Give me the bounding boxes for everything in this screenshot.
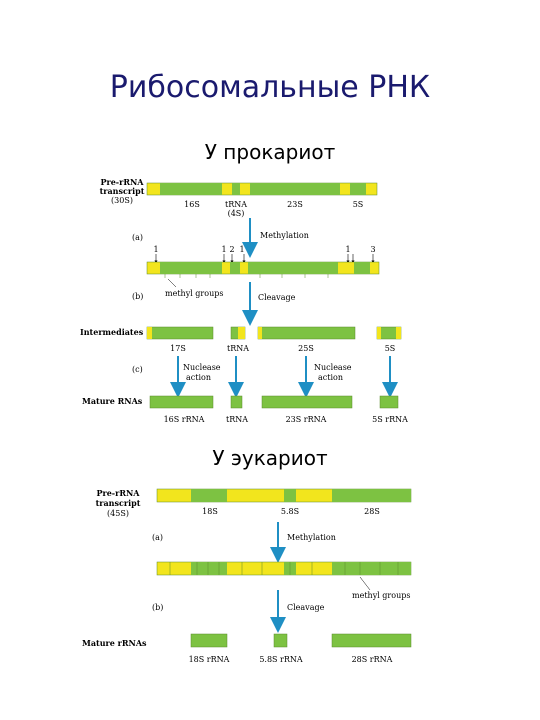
euk-pre-transcript bbox=[156, 488, 412, 503]
prokaryote-heading: У прокариот bbox=[204, 140, 336, 164]
euk-mature-58s-label: 5.8S rRNA bbox=[259, 655, 303, 664]
pro-methylation-label: Methylation bbox=[260, 231, 309, 240]
pro-num-1: 1 bbox=[153, 245, 158, 254]
euk-methyl-groups: methyl groups bbox=[352, 591, 410, 600]
pro-intermediate-trna bbox=[230, 326, 246, 340]
pro-mature-5s-label: 5S rRNA bbox=[372, 415, 408, 424]
pro-mature-23s bbox=[261, 395, 353, 409]
pro-mature-23s-label: 23S rRNA bbox=[286, 415, 327, 424]
pro-nuclease-1a: Nuclease bbox=[183, 363, 221, 372]
pro-seg-16s: 16S bbox=[184, 200, 200, 209]
pro-mature-trna bbox=[230, 395, 243, 409]
pro-pre-label-2: transcript bbox=[100, 186, 145, 196]
pro-nuclease-2a: Nuclease bbox=[314, 363, 352, 372]
pro-intermediates-label: Intermediates bbox=[80, 327, 144, 337]
pro-methylated-transcript bbox=[146, 261, 380, 278]
pro-num-3: 2 bbox=[229, 245, 234, 254]
pro-pre-label-3: (30S) bbox=[111, 196, 133, 205]
pro-intermediate-25s bbox=[257, 326, 356, 340]
pro-pre-label-1: Pre-rRNA bbox=[100, 177, 144, 187]
pro-num-5: 1 bbox=[345, 245, 350, 254]
pro-nuclease-1b: action bbox=[186, 373, 211, 382]
euk-step-a: (a) bbox=[152, 533, 163, 542]
euk-mature-28s bbox=[331, 633, 412, 648]
eukaryote-heading: У эукариот bbox=[212, 446, 328, 470]
pro-nuclease-2b: action bbox=[318, 373, 343, 382]
euk-seg-58s: 5.8S bbox=[281, 507, 299, 516]
prokaryote-diagram: Pre-rRNA transcript (30S) 16S tRNA (4S) … bbox=[80, 177, 408, 424]
pro-inter-5s: 5S bbox=[385, 344, 396, 353]
euk-methylated-transcript bbox=[156, 561, 412, 576]
euk-mature-18s-label: 18S rRNA bbox=[189, 655, 230, 664]
pro-seg-5s: 5S bbox=[353, 200, 364, 209]
eukaryote-diagram: Pre-rRNA transcript (45S) 18S 5.8S 28S (… bbox=[82, 488, 412, 664]
pro-mature-16s bbox=[149, 395, 214, 409]
euk-pre-label-2: transcript bbox=[96, 498, 141, 508]
euk-mature-18s bbox=[190, 633, 228, 648]
euk-cleavage-label: Cleavage bbox=[287, 603, 325, 612]
euk-seg-18s: 18S bbox=[202, 507, 218, 516]
pro-intermediate-5s bbox=[376, 326, 402, 340]
euk-pre-label-3: (45S) bbox=[107, 509, 129, 518]
pro-mature-5s bbox=[379, 395, 399, 409]
pro-seg-trna: tRNA bbox=[225, 200, 247, 209]
pro-mature-16s-label: 16S rRNA bbox=[164, 415, 205, 424]
euk-seg-28s: 28S bbox=[364, 507, 380, 516]
pro-seg-4s: (4S) bbox=[228, 209, 245, 218]
pro-inter-17s: 17S bbox=[170, 344, 186, 353]
page-title: Рибосомальные РНК bbox=[109, 70, 431, 105]
euk-step-b: (b) bbox=[152, 603, 163, 612]
pro-inter-25s: 25S bbox=[298, 344, 314, 353]
pro-num-4: 1 bbox=[239, 245, 244, 254]
pro-step-a: (a) bbox=[132, 233, 143, 242]
euk-pre-label-1: Pre-rRNA bbox=[96, 488, 140, 498]
euk-methylation-label: Methylation bbox=[287, 533, 336, 542]
pro-methyl-groups: methyl groups bbox=[165, 289, 223, 298]
pro-mature-label: Mature RNAs bbox=[82, 396, 143, 406]
pro-num-2: 1 bbox=[221, 245, 226, 254]
euk-mature-28s-label: 28S rRNA bbox=[352, 655, 393, 664]
pro-pre-transcript bbox=[146, 182, 378, 196]
euk-mature-label: Mature rRNAs bbox=[82, 638, 147, 648]
pro-num-6: 3 bbox=[370, 245, 375, 254]
pro-mature-trna-label: tRNA bbox=[226, 415, 248, 424]
pro-step-c: (c) bbox=[132, 365, 143, 374]
pro-seg-23s: 23S bbox=[287, 200, 303, 209]
pro-inter-trna: tRNA bbox=[227, 344, 249, 353]
euk-mature-58s bbox=[273, 633, 288, 648]
pro-step-b: (b) bbox=[132, 292, 143, 301]
pro-intermediate-17s bbox=[146, 326, 214, 340]
pro-cleavage-label: Cleavage bbox=[258, 293, 296, 302]
